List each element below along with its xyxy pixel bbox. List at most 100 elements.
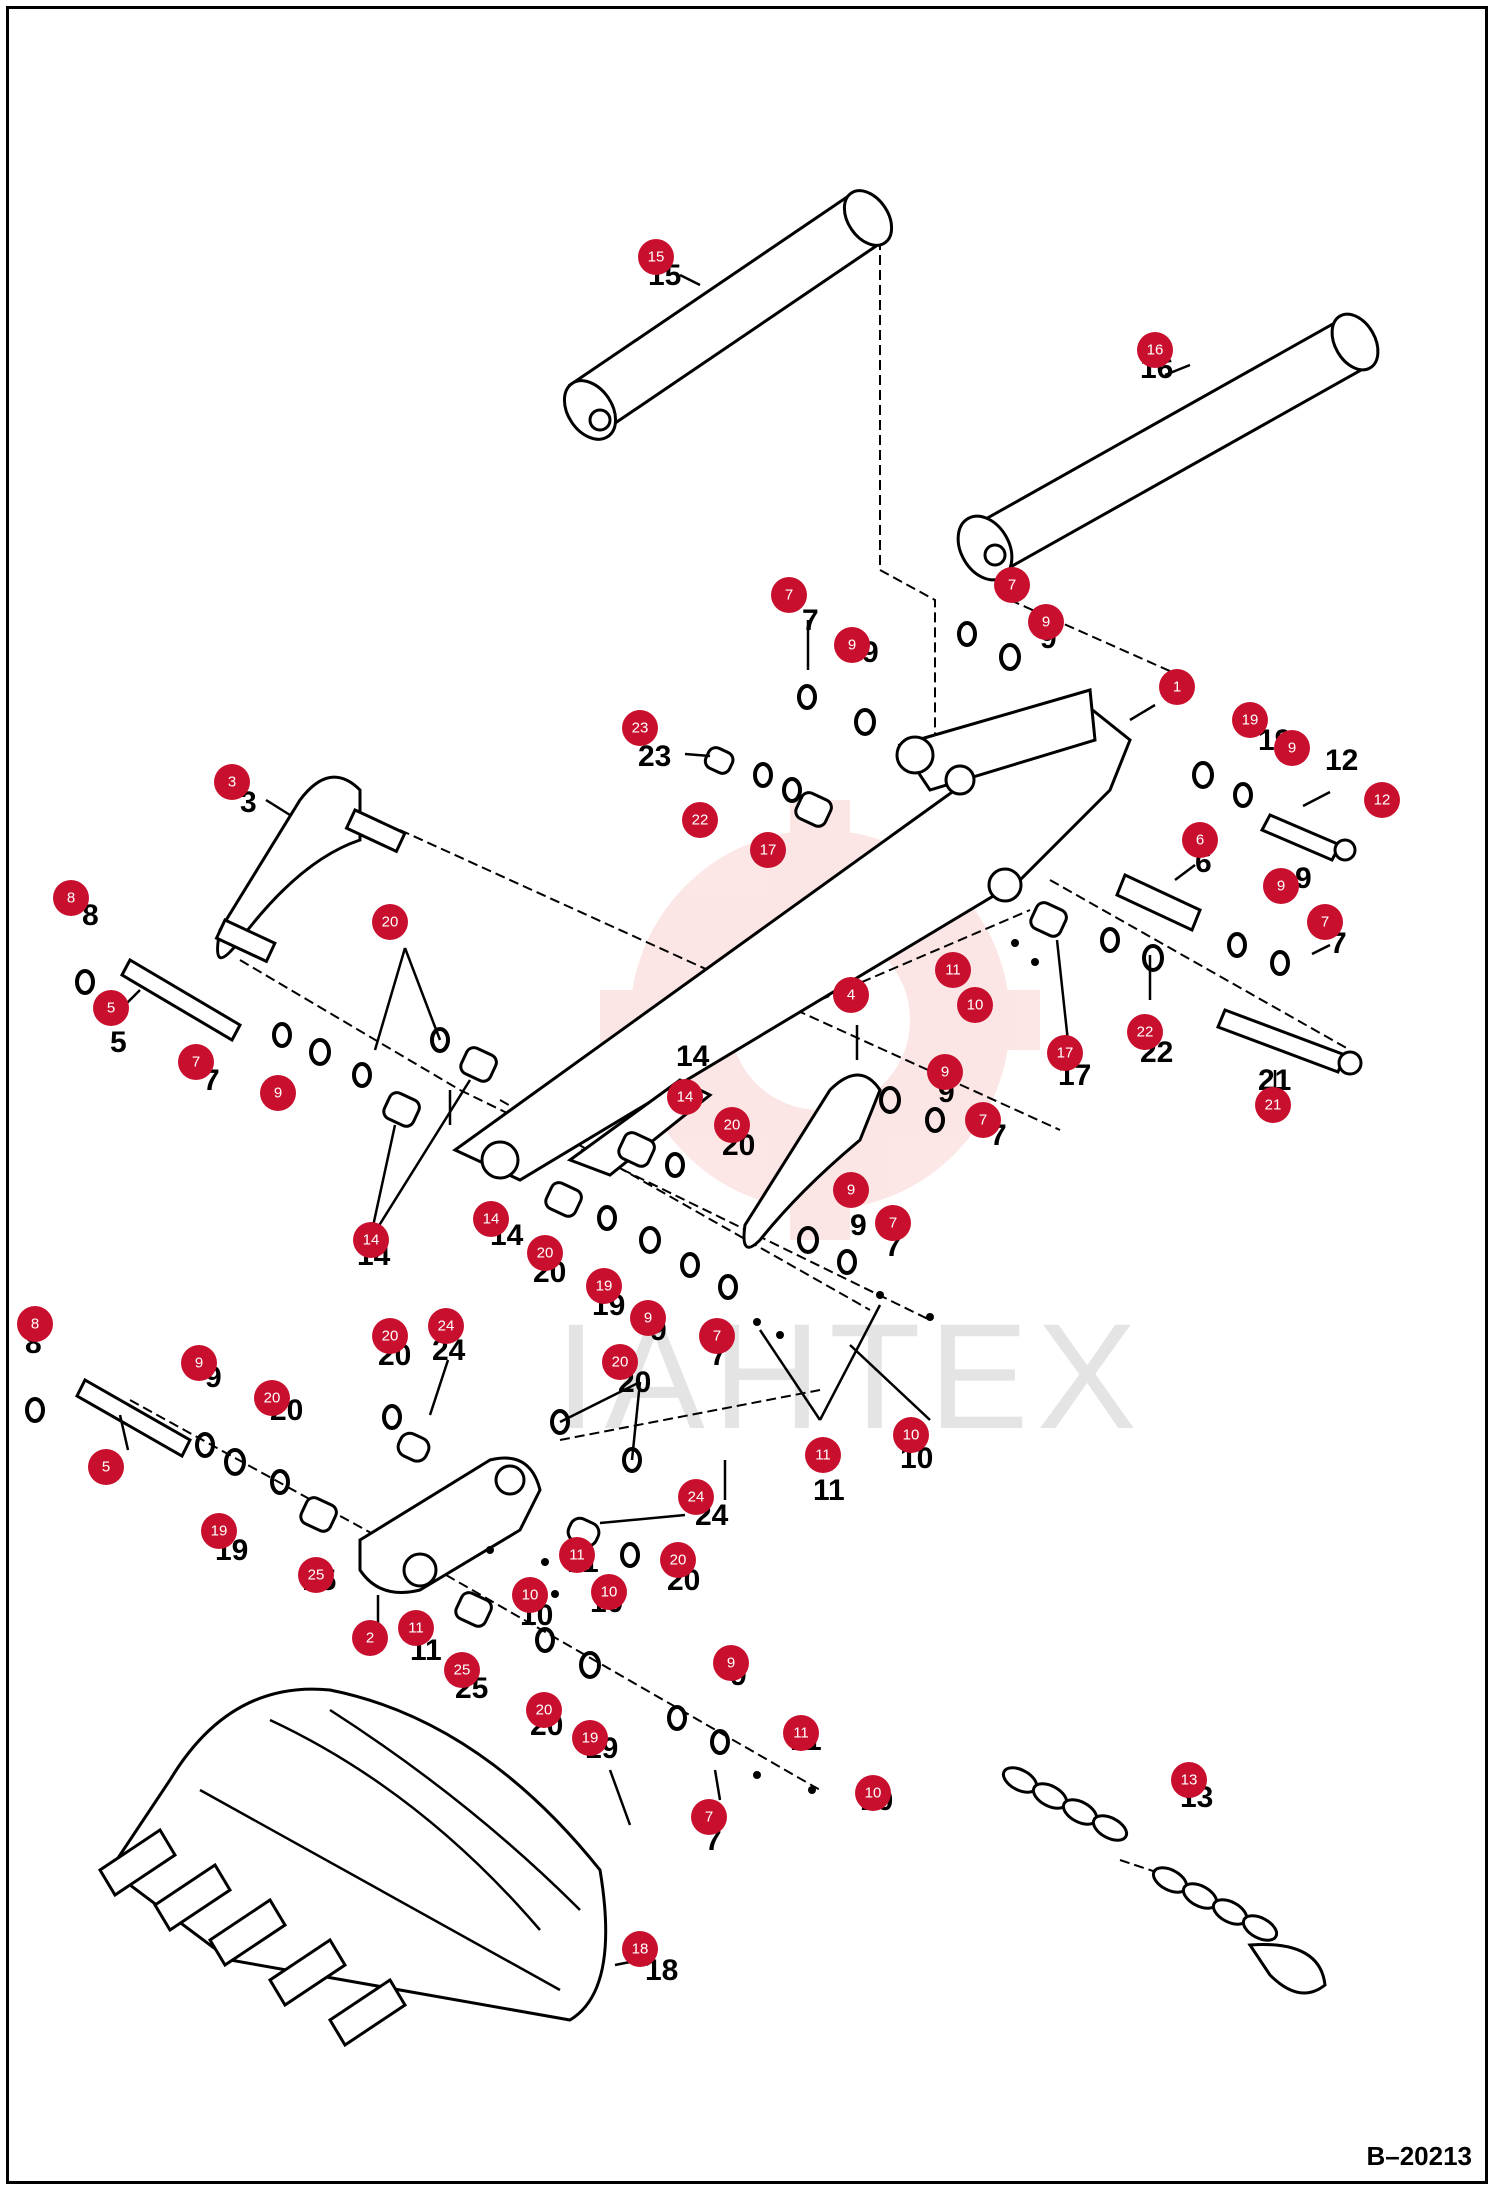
- callout-20[interactable]: 20: [372, 1318, 408, 1354]
- callout-14[interactable]: 14: [353, 1222, 389, 1258]
- callout-10[interactable]: 10: [855, 1775, 891, 1811]
- callout-10[interactable]: 10: [512, 1577, 548, 1613]
- callout-11[interactable]: 11: [935, 952, 971, 988]
- callout-20[interactable]: 20: [254, 1380, 290, 1416]
- svg-text:24: 24: [688, 1489, 705, 1506]
- callout-22[interactable]: 22: [1127, 1014, 1163, 1050]
- callout-20[interactable]: 20: [372, 904, 408, 940]
- callout-10[interactable]: 10: [591, 1574, 627, 1610]
- callout-12[interactable]: 12: [1364, 782, 1400, 818]
- label-7: 7: [802, 604, 819, 637]
- callout-8[interactable]: 8: [53, 880, 89, 916]
- callout-10[interactable]: 10: [957, 987, 993, 1023]
- svg-text:4: 4: [847, 987, 855, 1004]
- svg-text:11: 11: [569, 1547, 585, 1564]
- svg-text:9: 9: [1277, 878, 1285, 895]
- svg-text:5: 5: [107, 1000, 115, 1017]
- callout-3[interactable]: 3: [214, 764, 250, 800]
- callout-24[interactable]: 24: [678, 1479, 714, 1515]
- callout-9[interactable]: 9: [630, 1300, 666, 1336]
- callout-9[interactable]: 9: [833, 1172, 869, 1208]
- svg-text:20: 20: [724, 1117, 741, 1134]
- pin-6: [1115, 872, 1202, 933]
- callout-7[interactable]: 7: [875, 1205, 911, 1241]
- callouts: 15 16 7 9 7 9 1 23 19 9 12 3 22 17 6 9 7…: [17, 239, 1400, 1967]
- callout-19[interactable]: 19: [586, 1268, 622, 1304]
- callout-11[interactable]: 11: [805, 1437, 841, 1473]
- callout-1[interactable]: 1: [1159, 669, 1195, 705]
- callout-7[interactable]: 7: [994, 567, 1030, 603]
- svg-text:1: 1: [1173, 679, 1181, 696]
- svg-text:7: 7: [713, 1328, 721, 1345]
- svg-text:24: 24: [438, 1318, 455, 1335]
- callout-19[interactable]: 19: [201, 1513, 237, 1549]
- svg-text:12: 12: [1374, 792, 1391, 809]
- callout-22[interactable]: 22: [682, 802, 718, 838]
- callout-9[interactable]: 9: [1028, 604, 1064, 640]
- callout-9[interactable]: 9: [927, 1054, 963, 1090]
- callout-20[interactable]: 20: [526, 1692, 562, 1728]
- callout-7[interactable]: 7: [771, 577, 807, 613]
- svg-text:2: 2: [366, 1630, 374, 1647]
- diagram-code: B–20213: [1366, 2141, 1472, 2171]
- svg-text:16: 16: [1147, 342, 1164, 359]
- pin-5-upper: [120, 957, 242, 1043]
- callout-14[interactable]: 14: [473, 1201, 509, 1237]
- callout-9[interactable]: 9: [1263, 868, 1299, 904]
- svg-text:20: 20: [537, 1245, 554, 1262]
- label-9: 9: [850, 1209, 867, 1242]
- arm-1: [452, 688, 1132, 1182]
- callout-9[interactable]: 9: [834, 627, 870, 663]
- callout-7[interactable]: 7: [1307, 904, 1343, 940]
- callout-6[interactable]: 6: [1182, 822, 1218, 858]
- svg-text:22: 22: [1137, 1024, 1154, 1041]
- label-14: 14: [676, 1040, 710, 1073]
- callout-11[interactable]: 11: [783, 1715, 819, 1751]
- callout-5[interactable]: 5: [88, 1449, 124, 1485]
- pin-5-lower: [75, 1377, 192, 1459]
- callout-25[interactable]: 25: [298, 1557, 334, 1593]
- callout-10[interactable]: 10: [893, 1417, 929, 1453]
- callout-15[interactable]: 15: [638, 239, 674, 275]
- callout-9[interactable]: 9: [1274, 730, 1310, 766]
- callout-14[interactable]: 14: [667, 1079, 703, 1115]
- callout-9[interactable]: 9: [181, 1345, 217, 1381]
- svg-text:20: 20: [612, 1354, 629, 1371]
- callout-19[interactable]: 19: [1232, 702, 1268, 738]
- callout-16[interactable]: 16: [1137, 332, 1173, 368]
- svg-text:17: 17: [760, 842, 777, 859]
- callout-17[interactable]: 17: [1047, 1035, 1083, 1071]
- svg-text:19: 19: [1242, 712, 1259, 729]
- callout-9[interactable]: 9: [713, 1645, 749, 1681]
- callout-20[interactable]: 20: [527, 1235, 563, 1271]
- callout-23[interactable]: 23: [622, 710, 658, 746]
- callout-20[interactable]: 20: [660, 1542, 696, 1578]
- callout-24[interactable]: 24: [428, 1308, 464, 1344]
- callout-8[interactable]: 8: [17, 1306, 53, 1342]
- callout-11[interactable]: 11: [559, 1537, 595, 1573]
- callout-7[interactable]: 7: [178, 1044, 214, 1080]
- callout-20[interactable]: 20: [602, 1344, 638, 1380]
- callout-20[interactable]: 20: [714, 1107, 750, 1143]
- callout-9[interactable]: 9: [260, 1075, 296, 1111]
- callout-7[interactable]: 7: [691, 1799, 727, 1835]
- callout-4[interactable]: 4: [833, 977, 869, 1013]
- svg-text:9: 9: [274, 1085, 282, 1102]
- callout-17[interactable]: 17: [750, 832, 786, 868]
- svg-text:9: 9: [644, 1310, 652, 1327]
- callout-11[interactable]: 11: [398, 1610, 434, 1646]
- callout-21[interactable]: 21: [1255, 1087, 1291, 1123]
- cylinder-15: [562, 189, 894, 441]
- chain-13: [1001, 1766, 1327, 1995]
- diagram-frame: [6, 6, 1488, 2184]
- callout-18[interactable]: 18: [622, 1931, 658, 1967]
- callout-19[interactable]: 19: [572, 1720, 608, 1756]
- callout-5[interactable]: 5: [93, 990, 129, 1026]
- callout-7[interactable]: 7: [699, 1318, 735, 1354]
- callout-13[interactable]: 13: [1171, 1762, 1207, 1798]
- svg-text:7: 7: [705, 1809, 713, 1826]
- callout-7[interactable]: 7: [965, 1102, 1001, 1138]
- callout-25[interactable]: 25: [444, 1652, 480, 1688]
- callout-2[interactable]: 2: [352, 1620, 388, 1656]
- svg-text:9: 9: [847, 1182, 855, 1199]
